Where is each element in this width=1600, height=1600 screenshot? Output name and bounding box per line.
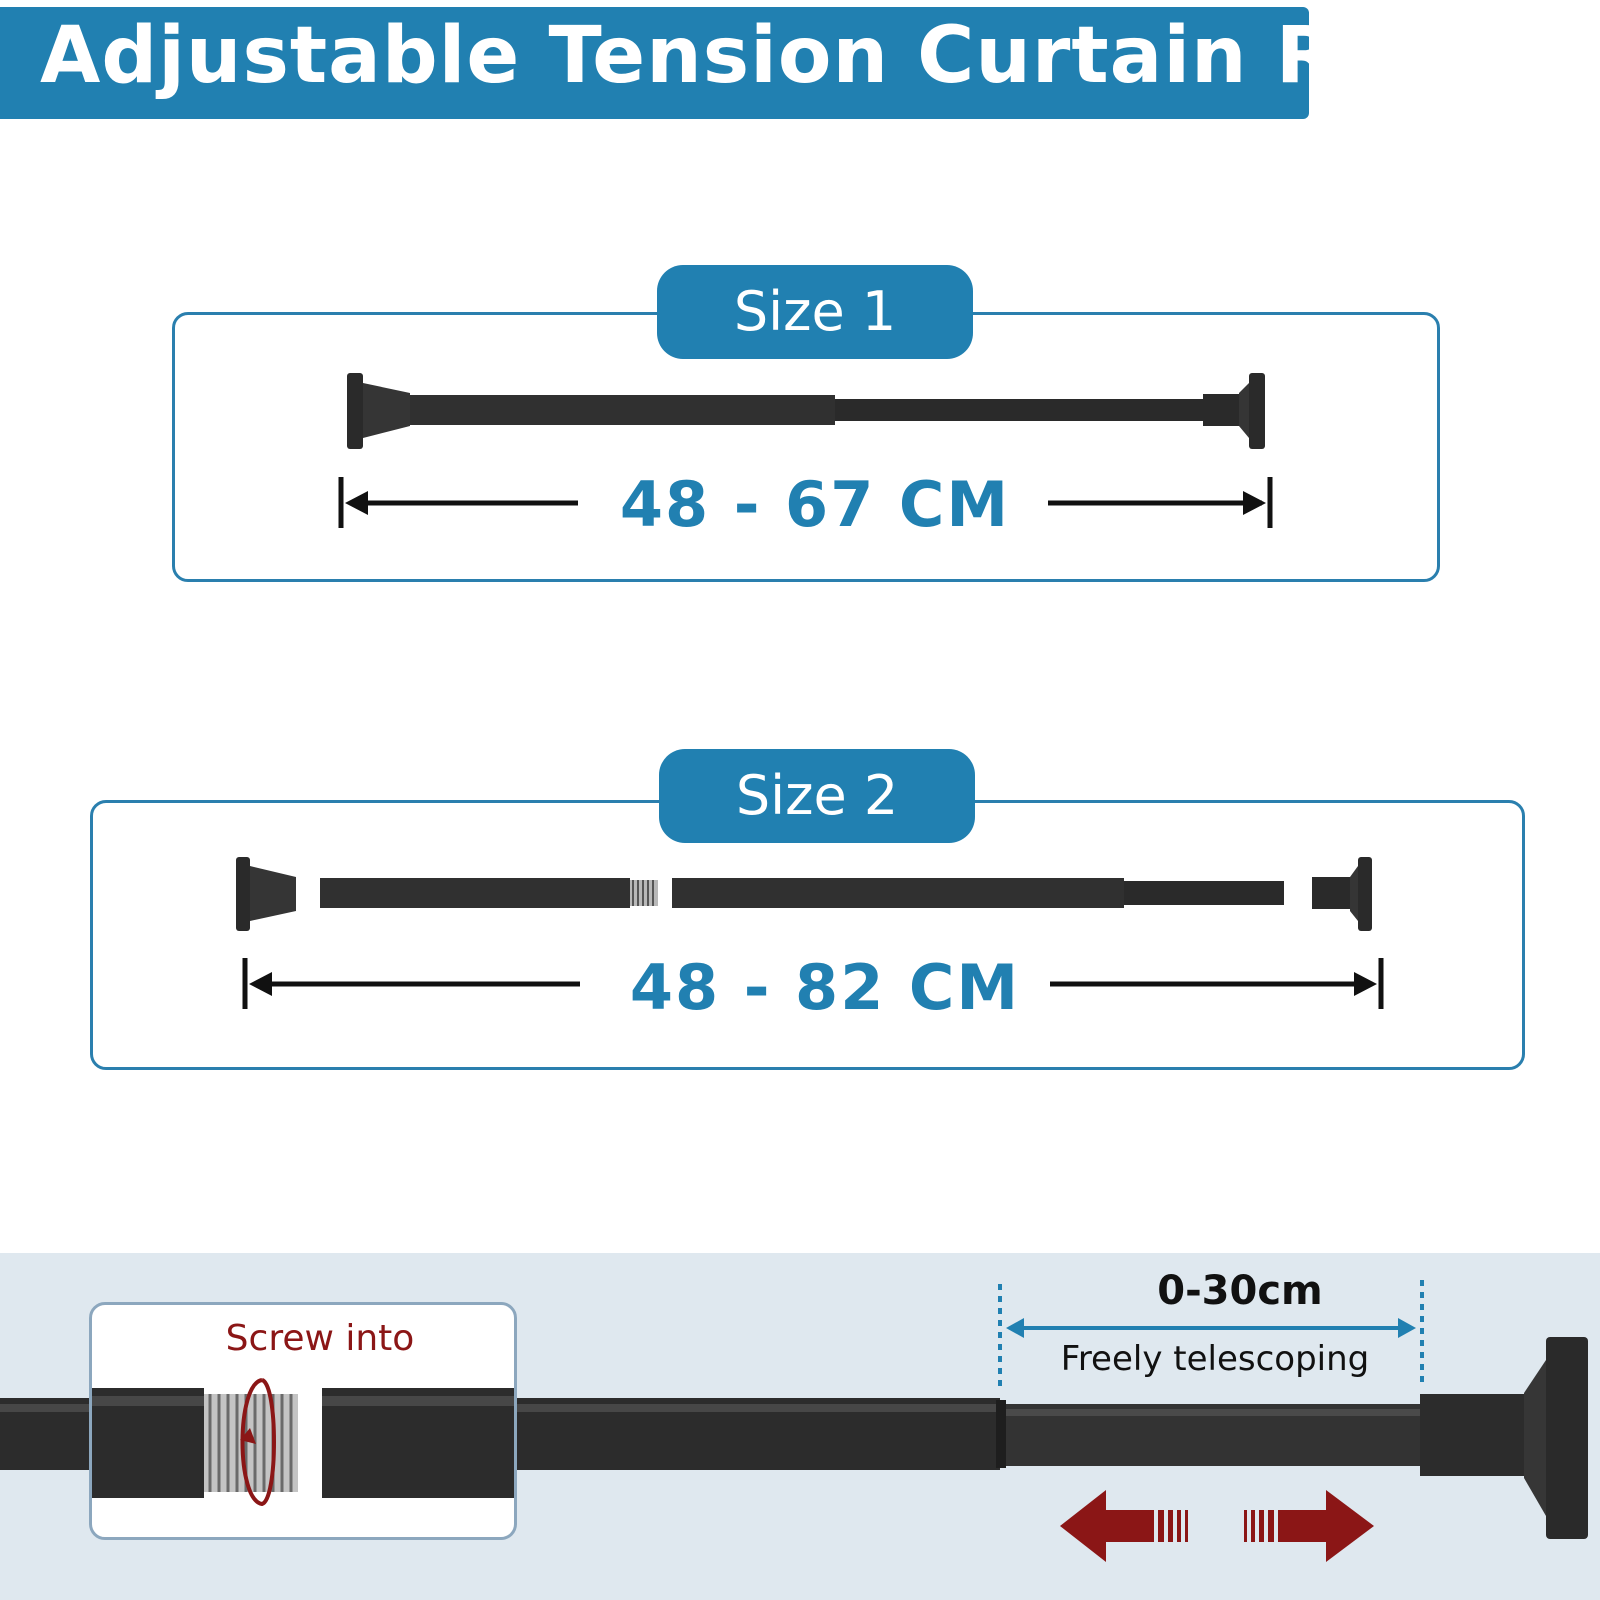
size2-thread-segment [630,880,658,906]
size1-right-arrow [1048,477,1273,528]
size2-measurement: 48 - 82 CM [629,951,1021,1024]
extend-arrow-icon [1244,1490,1374,1562]
screw-into-label: Screw into [225,1318,415,1359]
size2-outer-tube [672,878,1124,908]
size2-left-arrow [242,958,580,1009]
telescoping-range-label: 0-30cm [1157,1268,1323,1314]
size2-label: Size 2 [659,749,975,843]
size2-threaded-tube [320,878,630,908]
size1-rod-outer-tube [410,395,835,425]
header-banner [0,7,1309,119]
inset-left-tube [92,1388,204,1498]
inset-right-tube [322,1388,514,1498]
detail-rod-joint [996,1400,1006,1468]
retract-arrow-icon [1060,1490,1188,1562]
size2-right-end-cap [1312,857,1372,931]
size2-left-end-cap [236,857,296,931]
inset-threaded-bolt [204,1394,298,1492]
size1-left-arrow [338,477,578,528]
size2-inner-tube [1124,881,1284,905]
telescoping-description: Freely telescoping [1060,1339,1370,1379]
rotate-arrow-icon [240,1378,276,1507]
page-title: Adjustable Tension Curtain Rod [40,11,1449,101]
size1-label: Size 1 [657,265,973,359]
size1-right-end-cap [1203,373,1265,449]
size2-panel [90,800,1525,1070]
size1-left-end-cap [347,373,410,449]
size1-measurement: 48 - 67 CM [619,468,1011,541]
detail-right-end-cap [1420,1337,1588,1539]
range-double-arrow [1006,1318,1416,1338]
size2-right-arrow [1050,958,1384,1009]
size1-rod-inner-tube [835,399,1203,421]
